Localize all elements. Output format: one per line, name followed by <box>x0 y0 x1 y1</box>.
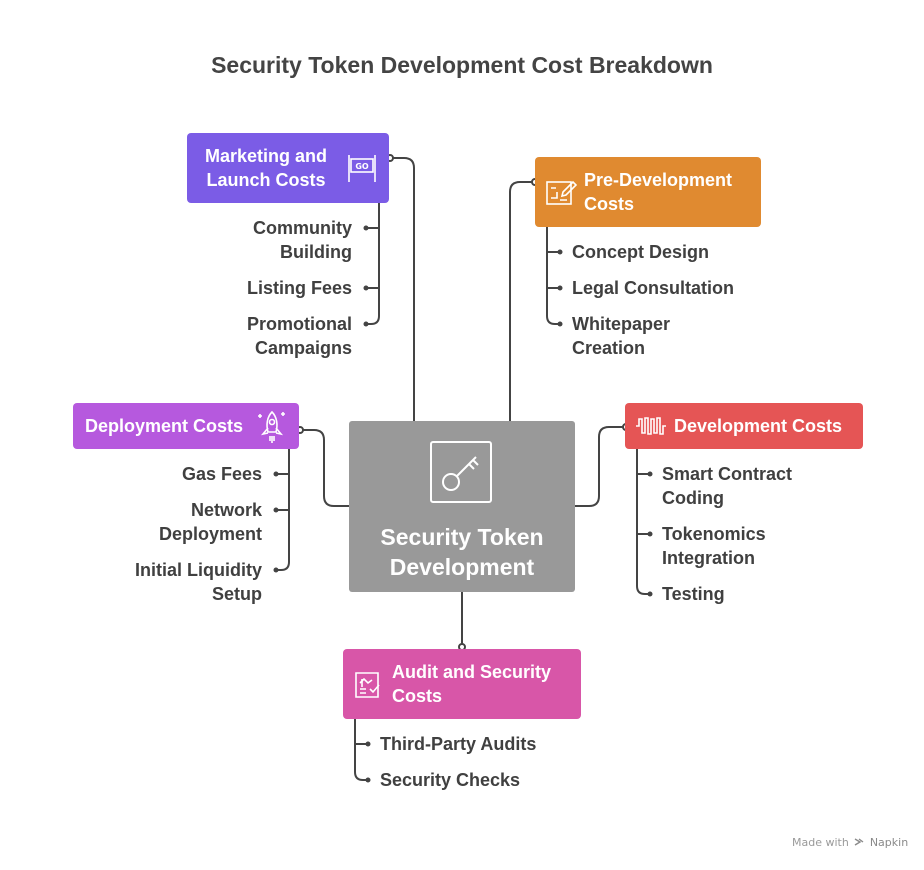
list-item-security-checks: Security Checks <box>380 768 520 792</box>
item-line: Legal Consultation <box>572 278 734 298</box>
footer-made-with: Made with <box>792 836 849 849</box>
center-node: Security Token Development <box>349 421 575 592</box>
footer-brand: Napkin <box>869 836 909 849</box>
list-item-listing-fees: Listing Fees <box>247 276 352 300</box>
audit-security-costs-box: Audit and Security Costs <box>343 649 581 719</box>
marketing-title-line2: Launch Costs <box>206 170 326 190</box>
marketing-title: Marketing and Launch Costs <box>187 144 345 192</box>
item-line: Setup <box>211 584 262 604</box>
list-item-testing: Testing <box>662 582 725 606</box>
item-line: Integration <box>662 548 755 568</box>
item-line: Initial Liquidity <box>135 560 262 580</box>
item-line: Security Checks <box>380 770 521 790</box>
list-item-smart-contract-coding: Smart Contract Coding <box>662 462 792 510</box>
pre-development-title-line2: Costs <box>584 194 635 214</box>
item-line: Deployment <box>158 524 262 544</box>
item-line: Community <box>253 218 352 238</box>
audit-title-line2: Costs <box>392 686 443 706</box>
blueprint-pencil-icon <box>546 180 577 205</box>
list-item-community-building: Community Building <box>253 216 352 264</box>
list-item-promotional-campaigns: Promotional Campaigns <box>247 312 352 360</box>
list-item-third-party-audits: Third-Party Audits <box>380 732 536 756</box>
item-line: Building <box>280 242 352 262</box>
made-with-napkin-footer: Made with Napkin <box>792 836 908 849</box>
list-item-concept-design: Concept Design <box>572 240 709 264</box>
key-icon-frame <box>430 441 492 503</box>
diagram-title: Security Token Development Cost Breakdow… <box>211 52 713 78</box>
item-line: Concept Design <box>572 242 710 262</box>
center-label-line1: Security Token <box>380 524 544 550</box>
pre-development-title: Pre-Development Costs <box>584 168 732 216</box>
marketing-title-line1: Marketing and <box>204 146 328 166</box>
deployment-costs-box: Deployment Costs <box>73 403 299 449</box>
item-line: Testing <box>662 584 725 604</box>
item-line: Tokenomics <box>662 524 766 544</box>
list-item-tokenomics-integration: Tokenomics Integration <box>662 522 766 570</box>
list-item-whitepaper-creation: Whitepaper Creation <box>572 312 670 360</box>
item-line: Third-Party Audits <box>380 734 537 754</box>
center-label-line2: Development <box>389 554 535 580</box>
center-label: Security Token Development <box>349 522 575 582</box>
svg-text:GO: GO <box>355 162 369 171</box>
item-line: Smart Contract <box>662 464 793 484</box>
item-line: Listing Fees <box>246 278 352 298</box>
checklist-document-icon <box>355 672 380 698</box>
key-icon <box>442 456 479 491</box>
development-costs-box: Development Costs <box>625 403 863 449</box>
development-title: Development Costs <box>674 416 843 436</box>
audit-title-line1: Audit and Security <box>392 662 552 682</box>
item-line: Coding <box>662 488 724 508</box>
waveform-icon <box>636 417 666 435</box>
go-flag-icon: GO <box>348 155 376 182</box>
list-item-legal-consultation: Legal Consultation <box>572 276 734 300</box>
rocket-icon <box>258 410 285 443</box>
item-line: Promotional <box>246 314 352 334</box>
item-line: Creation <box>572 338 646 358</box>
pre-development-costs-box: Pre-Development Costs <box>535 157 761 227</box>
deployment-title: Deployment Costs <box>85 416 244 436</box>
item-line: Gas Fees <box>181 464 262 484</box>
audit-title: Audit and Security Costs <box>392 660 551 708</box>
list-item-network-deployment: Network Deployment <box>159 498 262 546</box>
list-item-initial-liquidity-setup: Initial Liquidity Setup <box>135 558 262 606</box>
napkin-logo-icon <box>854 838 864 846</box>
item-line: Network <box>190 500 262 520</box>
list-item-gas-fees: Gas Fees <box>182 462 262 486</box>
item-line: Whitepaper <box>572 314 671 334</box>
item-line: Campaigns <box>254 338 352 358</box>
marketing-launch-costs-box: Marketing and Launch Costs GO <box>187 133 389 203</box>
pre-development-title-line1: Pre-Development <box>584 170 733 190</box>
